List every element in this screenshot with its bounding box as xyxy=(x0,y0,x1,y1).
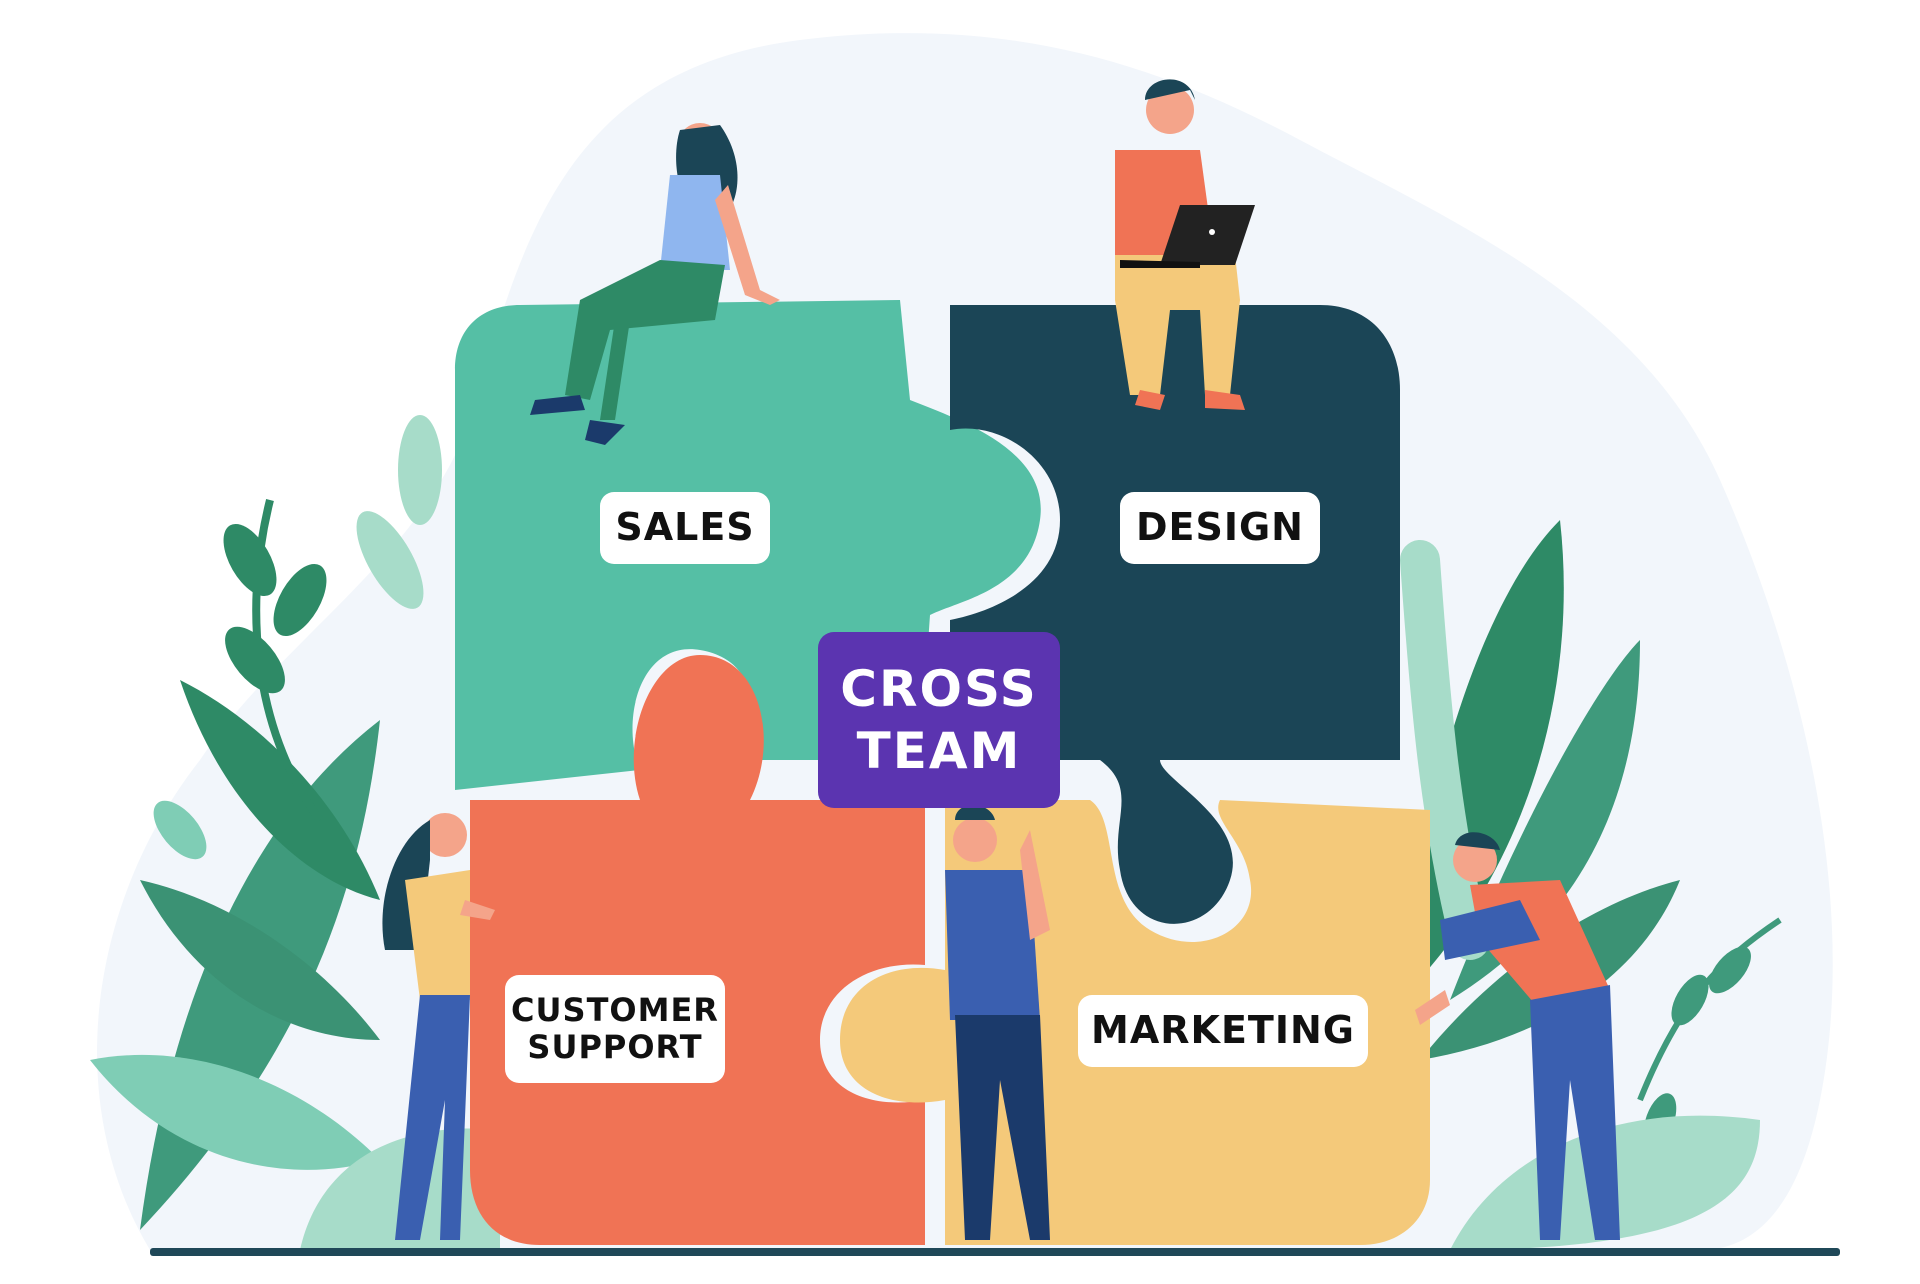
piece-label-design: DESIGN xyxy=(1120,492,1320,564)
cross-team-line1: CROSS xyxy=(840,658,1037,721)
cross-team-badge: CROSS TEAM xyxy=(818,632,1060,808)
cross-team-line2: TEAM xyxy=(857,720,1022,783)
design-label-text: DESIGN xyxy=(1136,506,1304,550)
piece-label-sales: SALES xyxy=(600,492,770,564)
customer-support-line1: CUSTOMER xyxy=(511,992,719,1029)
ground-line xyxy=(150,1248,1840,1256)
piece-label-marketing: MARKETING xyxy=(1078,995,1368,1067)
customer-support-line2: SUPPORT xyxy=(527,1029,702,1066)
sales-label-text: SALES xyxy=(615,506,754,550)
piece-label-customer-support: CUSTOMER SUPPORT xyxy=(505,975,725,1083)
marketing-label-text: MARKETING xyxy=(1091,1009,1355,1053)
